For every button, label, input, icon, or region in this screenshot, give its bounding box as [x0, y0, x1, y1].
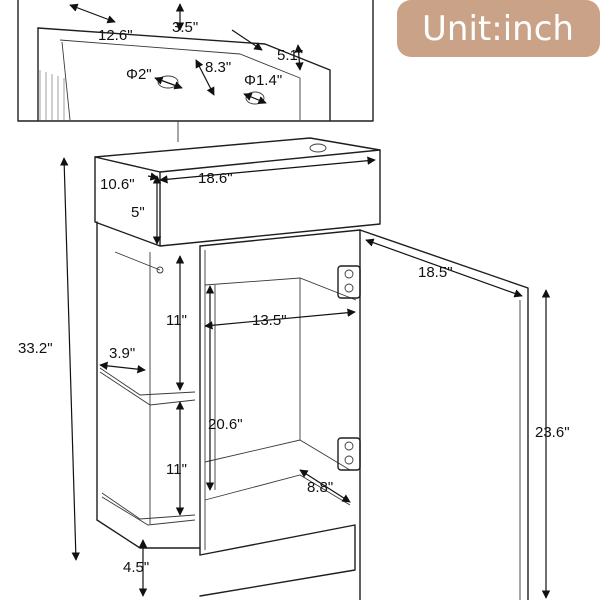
label-faucet-hole: Φ1.4": [244, 72, 282, 89]
sink-detail-inset: [17, 0, 374, 122]
label-sink-depth-top: 12.6": [98, 27, 133, 44]
label-door-height: 23.6": [535, 424, 570, 441]
vanity-cabinet: [94, 137, 529, 600]
dimension-labels: 12.6" 3.5" 5.1" Φ2" 8.3" Φ1.4" 18.6" 10.…: [18, 19, 570, 576]
label-inner-depth: 8.8": [307, 479, 333, 496]
label-total-height: 33.2": [18, 340, 53, 357]
label-drain-hole: Φ2": [126, 66, 152, 83]
label-shelf-upper-height: 11": [166, 312, 187, 329]
slats-detail: [39, 70, 65, 120]
label-inner-height: 20.6": [208, 416, 243, 433]
label-sink-depth: 10.6": [100, 176, 135, 193]
label-faucet-offset: 5.1": [277, 47, 303, 64]
label-sink-width: 18.6": [198, 170, 233, 187]
drain-hole-shape: [157, 75, 179, 89]
label-shelf-lower-height: 11": [166, 461, 187, 478]
label-basin-gap: 8.3": [205, 59, 231, 76]
label-inner-width: 13.5": [252, 312, 287, 329]
label-sink-height: 5": [131, 204, 145, 221]
label-shelf-width: 3.9": [109, 345, 135, 362]
unit-badge-text: Unit:inch: [422, 9, 574, 49]
dimension-lines: [60, 156, 551, 599]
faucet-hole-top: [309, 143, 327, 153]
label-base-height: 4.5": [123, 559, 149, 576]
unit-badge: Unit:inch: [397, 0, 600, 57]
open-shelves: [99, 251, 196, 526]
hinge-upper: [337, 265, 361, 299]
label-door-width: 18.5": [418, 264, 453, 281]
label-sink-basin-depth: 3.5": [172, 19, 198, 36]
cabinet-door: [337, 229, 529, 600]
